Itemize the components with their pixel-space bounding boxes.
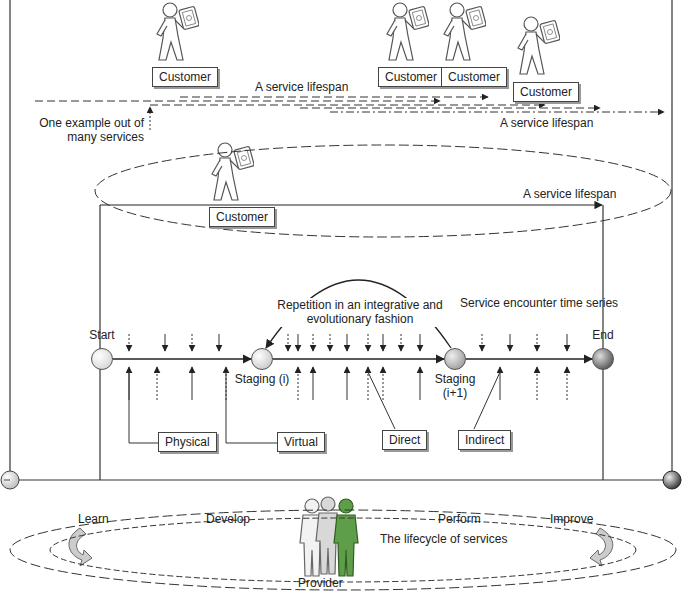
timeline-arrow bbox=[273, 358, 444, 359]
timeline-arrow bbox=[113, 358, 251, 359]
encounter-tick bbox=[129, 334, 130, 351]
customer-box: Customer bbox=[441, 67, 507, 87]
customer-box: Customer bbox=[209, 207, 275, 227]
ellipse-text: A service lifespan bbox=[523, 187, 616, 201]
repetition-arc bbox=[266, 280, 451, 348]
encounter-tick bbox=[219, 334, 220, 351]
lifespan-line bbox=[100, 204, 602, 205]
encounter-tick bbox=[157, 367, 158, 400]
encounter-tick bbox=[347, 367, 348, 400]
encounter-ticks bbox=[129, 334, 567, 400]
encounter-tick bbox=[420, 334, 421, 351]
box-text: Customer bbox=[448, 70, 500, 84]
ellipse-text: The lifecycle of services bbox=[380, 532, 507, 546]
ellipse-text: Perform bbox=[438, 512, 481, 526]
box-text: Direct bbox=[389, 433, 420, 447]
box-text: Customer bbox=[520, 85, 572, 99]
encounter-tick bbox=[567, 334, 568, 351]
encounter-tick bbox=[298, 367, 299, 400]
stage-label: End bbox=[572, 329, 634, 343]
frame-mark bbox=[4, 480, 10, 481]
frame-line bbox=[10, 0, 672, 480]
staging-circle: Staging (i) bbox=[251, 348, 273, 370]
staging-circle: Staging (i+1) bbox=[444, 348, 466, 370]
end-circle: End bbox=[592, 348, 614, 370]
callout-box: Virtual bbox=[277, 432, 325, 452]
note-label: A service lifespan bbox=[500, 116, 593, 130]
encounter-tick bbox=[401, 334, 402, 351]
callout-box: Indirect bbox=[458, 430, 511, 450]
customer-box: Customer bbox=[513, 82, 579, 102]
provider-figure bbox=[334, 499, 358, 576]
encounter-tick bbox=[298, 334, 299, 351]
customer-icon bbox=[387, 3, 429, 60]
encounter-tick bbox=[482, 334, 483, 351]
encounter-tick bbox=[537, 334, 538, 351]
note-label: A service lifespan bbox=[255, 80, 348, 94]
service-ellipse: A service lifespanCustomer bbox=[93, 143, 673, 239]
ellipse-text: Develop bbox=[206, 512, 250, 526]
note-label: Service encounter time series bbox=[460, 296, 618, 310]
start-circle: Start bbox=[91, 348, 113, 370]
note-label: One example out of many services bbox=[30, 116, 144, 145]
encounter-tick bbox=[192, 367, 193, 400]
box-text: Customer bbox=[385, 70, 437, 84]
ellipse-text: Learn bbox=[78, 512, 109, 526]
stage-label: Start bbox=[71, 329, 133, 343]
encounter-tick bbox=[537, 367, 538, 400]
ellipse-line bbox=[10, 510, 676, 590]
ellipse-text: Provider bbox=[298, 576, 343, 590]
encounter-tick bbox=[420, 367, 421, 400]
encounter-tick bbox=[192, 334, 193, 351]
encounter-tick bbox=[347, 334, 348, 351]
encounter-tick bbox=[313, 367, 314, 400]
box-text: Virtual bbox=[284, 435, 318, 449]
encounter-tick bbox=[288, 334, 289, 351]
customer-icon bbox=[157, 3, 199, 60]
lifecycle-ellipse: Learn Develop Perform ImproveThe lifecycle … bbox=[8, 508, 678, 592]
ellipse-text: Improve bbox=[550, 512, 593, 526]
encounter-tick bbox=[330, 334, 331, 351]
encounter-tick bbox=[165, 334, 166, 351]
box-text: Physical bbox=[165, 435, 210, 449]
stage-label: Staging (i) bbox=[234, 373, 290, 387]
box-text: Customer bbox=[159, 70, 211, 84]
frame-end bbox=[663, 471, 681, 489]
encounter-tick bbox=[383, 367, 384, 400]
encounter-tick bbox=[510, 334, 511, 351]
ellipse-line bbox=[95, 145, 671, 237]
box-text: Indirect bbox=[465, 433, 504, 447]
customer-icon bbox=[444, 3, 486, 60]
encounter-tick bbox=[313, 334, 314, 351]
encounter-tick bbox=[567, 367, 568, 400]
callout-box: Direct bbox=[382, 430, 427, 450]
customer-box: Customer bbox=[152, 67, 218, 87]
note-label: Repetition in an integrative and evoluti… bbox=[272, 298, 448, 327]
ellipse-line bbox=[50, 518, 636, 582]
stage-label: Staging (i+1) bbox=[427, 373, 483, 401]
encounter-tick bbox=[368, 334, 369, 351]
timeline-arrow bbox=[466, 358, 592, 359]
customer-icon bbox=[518, 17, 560, 74]
customer-box: Customer bbox=[378, 67, 444, 87]
frame-end bbox=[1, 471, 19, 489]
box-text: Customer bbox=[216, 210, 268, 224]
callout-box: Physical bbox=[158, 432, 217, 452]
encounter-tick bbox=[383, 334, 384, 351]
